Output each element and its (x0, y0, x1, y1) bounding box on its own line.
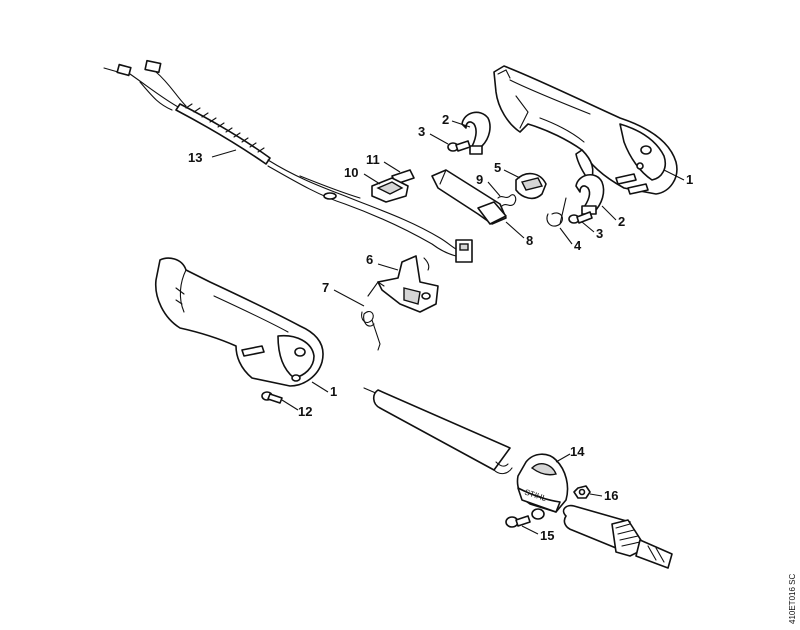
callout-5: 5 (494, 160, 501, 175)
drive-tube (363, 387, 513, 475)
callout-3-right: 3 (596, 226, 603, 241)
callout-2-upper: 2 (442, 112, 449, 127)
callout-2-right: 2 (618, 214, 625, 229)
torsion-spring-part-4 (546, 197, 567, 227)
lower-shaft (562, 504, 673, 569)
handle-half-part-1-lower (155, 257, 324, 387)
screw-part-3-upper (447, 140, 471, 152)
nut-part-16 (573, 485, 591, 499)
trigger-lock-part-5 (515, 172, 547, 200)
callout-8: 8 (526, 233, 533, 248)
switch-part-10 (371, 177, 409, 203)
clamp-part-2-upper (461, 111, 491, 155)
callouts: 13 2 3 1 11 10 5 9 2 3 4 8 6 7 1 12 14 1… (188, 112, 693, 543)
callout-16: 16 (604, 488, 618, 503)
screw-part-3-right (568, 211, 593, 224)
clamp-part-2-right (575, 174, 605, 215)
callout-14: 14 (570, 444, 585, 459)
callout-13: 13 (188, 150, 202, 165)
handle-half-part-1-upper (493, 65, 678, 195)
callout-12: 12 (298, 404, 312, 419)
callout-6: 6 (366, 252, 373, 267)
callout-1-upper: 1 (686, 172, 693, 187)
callout-7: 7 (322, 280, 329, 295)
callout-10: 10 (344, 165, 358, 180)
spring-part-9 (497, 194, 517, 207)
screw-part-15 (505, 515, 531, 528)
throttle-trigger-part-6 (377, 255, 439, 313)
callout-15: 15 (540, 528, 554, 543)
cable-harness-part-13 (103, 59, 473, 271)
callout-11: 11 (366, 152, 380, 167)
leader-lines (211, 120, 685, 535)
callout-3-upper: 3 (418, 124, 425, 139)
spring-part-7 (361, 281, 385, 351)
callout-9: 9 (476, 172, 483, 187)
callout-1-lower: 1 (330, 384, 337, 399)
callout-4: 4 (574, 238, 582, 253)
trigger-lever-part-8 (431, 169, 507, 225)
screw-part-12 (261, 391, 283, 404)
handle-support-part-14: STIHL (516, 453, 569, 520)
drawing-code: 410ET016 SC (788, 574, 797, 624)
